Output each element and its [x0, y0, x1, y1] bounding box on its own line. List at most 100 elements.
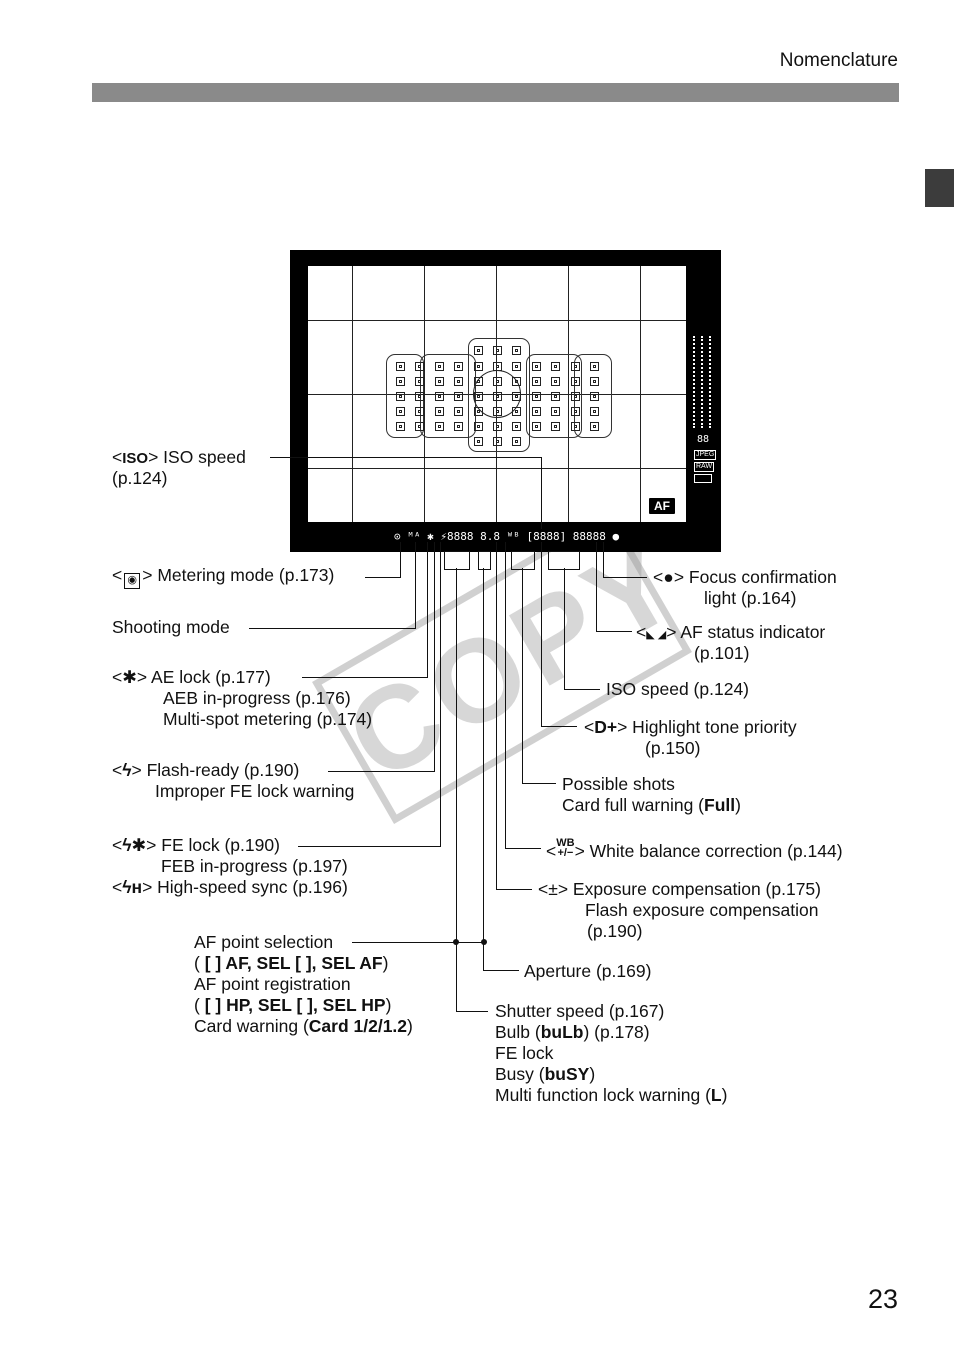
af-point	[512, 437, 521, 446]
af-point	[435, 362, 444, 371]
exposure-comp-label: <±> Exposure compensation (p.175)	[538, 879, 821, 899]
feb-label: FEB in-progress (p.197)	[161, 856, 348, 876]
af-point	[512, 346, 521, 355]
iso-icon: ISO	[122, 450, 149, 467]
af-point	[454, 362, 463, 371]
af-point	[415, 377, 424, 386]
focus-dot-icon: ●	[663, 567, 674, 587]
viewfinder-status-line: ⊙ ᴹᴬ ✱ ⚡8888 8.8 ᵂᴮ [8888] 88888 ●	[394, 530, 620, 543]
af-point	[474, 346, 483, 355]
card-warning-label: Card warning (Card 1/2/1.2)	[194, 1016, 413, 1036]
af-point	[474, 362, 483, 371]
bulb-label: Bulb (buLb) (p.178)	[495, 1022, 650, 1042]
fe-lock-status-label: FE lock	[495, 1043, 554, 1063]
af-point	[474, 377, 483, 386]
focus-confirmation-page: light (p.164)	[704, 588, 797, 608]
af-point	[454, 422, 463, 431]
af-point	[415, 392, 424, 401]
af-point	[493, 346, 502, 355]
aperture-label: Aperture (p.169)	[524, 961, 652, 981]
exposure-level-scale	[689, 336, 713, 428]
flash-ready-label: <ϟ> Flash-ready (p.190)	[112, 760, 300, 780]
multi-spot-label: Multi-spot metering (p.174)	[163, 709, 373, 729]
af-point	[571, 422, 580, 431]
af-point	[590, 407, 599, 416]
focus-confirmation-label: <●> Focus confirmation	[653, 567, 837, 587]
af-zone-center	[468, 338, 530, 452]
busy-label: Busy (buSY)	[495, 1064, 596, 1084]
highlight-tone-label: <D+> Highlight tone priority	[584, 717, 797, 737]
af-point	[415, 362, 424, 371]
af-point-selection-label: AF point selection	[194, 932, 334, 952]
possible-shots-label: Possible shots	[562, 774, 675, 794]
af-point	[415, 422, 424, 431]
raw-indicator: RAW	[694, 462, 715, 472]
header-rule	[92, 83, 899, 102]
af-point	[493, 362, 502, 371]
af-point-registration-modes: ( [ ] HP, SEL [ ], SEL HP)	[194, 995, 392, 1015]
fe-lock-label: <ϟ✱> FE lock (p.190)	[112, 835, 280, 855]
jpeg-indicator: JPEG	[694, 450, 717, 460]
page-header-title: Nomenclature	[779, 50, 898, 71]
af-point	[474, 437, 483, 446]
af-point	[590, 377, 599, 386]
wb-correction-icon: WB+/−	[556, 837, 575, 859]
af-point	[512, 362, 521, 371]
af-point	[532, 377, 541, 386]
af-point-selection-modes: ( [ ] AF, SEL [ ], SEL AF)	[194, 953, 389, 973]
highlight-tone-icon: D+	[594, 717, 618, 737]
af-point	[512, 407, 521, 416]
bracket-counter: 88	[697, 434, 710, 445]
improper-fe-label: Improper FE lock warning	[155, 781, 355, 801]
af-point	[551, 422, 560, 431]
highlight-tone-page: (p.150)	[645, 738, 701, 758]
af-point	[551, 392, 560, 401]
af-point	[551, 407, 560, 416]
af-point	[396, 392, 405, 401]
chapter-tab	[925, 169, 954, 207]
viewfinder-screen	[308, 266, 686, 522]
af-point	[532, 422, 541, 431]
ae-lock-label: <✱> AE lock (p.177)	[112, 667, 271, 687]
af-point	[551, 362, 560, 371]
exposure-comp-icon: ±	[548, 879, 558, 899]
flash-exposure-comp-label: Flash exposure compensation	[585, 900, 819, 920]
af-point	[532, 392, 541, 401]
af-status-label: <◣ ◢> AF status indicator	[636, 622, 826, 642]
af-point	[396, 377, 405, 386]
iso-speed-label-right: ISO speed (p.124)	[606, 679, 749, 699]
flash-exposure-comp-page: (p.190)	[587, 921, 643, 941]
iso-speed-label-left: <ISO> ISO speed	[112, 447, 246, 467]
af-point	[512, 392, 521, 401]
af-indicator-badge: AF	[648, 497, 676, 515]
af-point	[493, 437, 502, 446]
shutter-speed-label: Shutter speed (p.167)	[495, 1001, 665, 1021]
af-point	[571, 377, 580, 386]
af-point	[435, 422, 444, 431]
page-number: 23	[867, 1284, 898, 1314]
card-full-label: Card full warning (Full)	[562, 795, 741, 815]
wb-correction-label: <WB+/−> White balance correction (p.144)	[546, 837, 843, 862]
af-status-page: (p.101)	[694, 643, 750, 663]
af-point	[571, 392, 580, 401]
ae-lock-icon: ✱	[122, 667, 137, 687]
af-point	[551, 377, 560, 386]
af-point	[415, 407, 424, 416]
af-point	[590, 422, 599, 431]
shooting-mode-label: Shooting mode	[112, 617, 230, 637]
af-zone-right-inner	[526, 354, 582, 438]
af-point	[571, 362, 580, 371]
af-point	[474, 407, 483, 416]
af-point	[435, 377, 444, 386]
af-point	[493, 422, 502, 431]
af-point	[571, 407, 580, 416]
af-point	[512, 377, 521, 386]
af-point	[590, 392, 599, 401]
af-point	[493, 392, 502, 401]
iso-speed-page-left: (p.124)	[112, 468, 168, 488]
metering-icon: ◉	[124, 573, 141, 589]
af-point	[435, 407, 444, 416]
af-point	[493, 377, 502, 386]
af-point	[435, 392, 444, 401]
af-point	[454, 407, 463, 416]
